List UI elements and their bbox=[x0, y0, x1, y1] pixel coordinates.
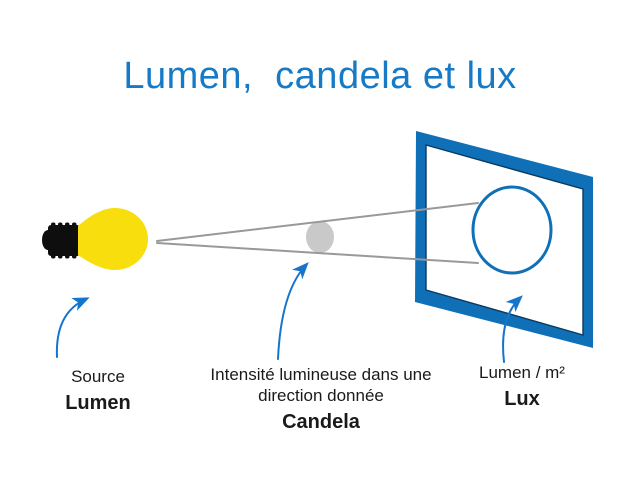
light-cone-lines bbox=[156, 202, 479, 264]
source-unit: Lumen bbox=[65, 392, 131, 414]
lux-caption: Lumen / m² bbox=[479, 363, 565, 382]
candela-unit: Candela bbox=[282, 411, 360, 433]
lux-unit: Lux bbox=[504, 388, 540, 410]
candela-caption-line1: Intensité lumineuse dans une bbox=[210, 365, 432, 384]
screen-frame-icon bbox=[415, 131, 593, 348]
lux-arrow-icon bbox=[502, 295, 523, 363]
light-bulb-icon bbox=[42, 208, 148, 270]
candela-cross-section-icon bbox=[306, 221, 334, 253]
source-label: Source Lumen bbox=[28, 366, 168, 415]
page-title: Lumen, candela et lux bbox=[123, 55, 517, 97]
source-caption: Source bbox=[71, 367, 125, 386]
candela-caption-line2: direction donnée bbox=[258, 386, 384, 405]
light-spot-circle-icon bbox=[471, 185, 553, 275]
candela-arrow-icon bbox=[277, 262, 309, 360]
source-arrow-icon bbox=[55, 297, 90, 358]
lux-label: Lumen / m² Lux bbox=[452, 362, 592, 411]
candela-label: Intensité lumineuse dans une direction d… bbox=[188, 364, 454, 434]
